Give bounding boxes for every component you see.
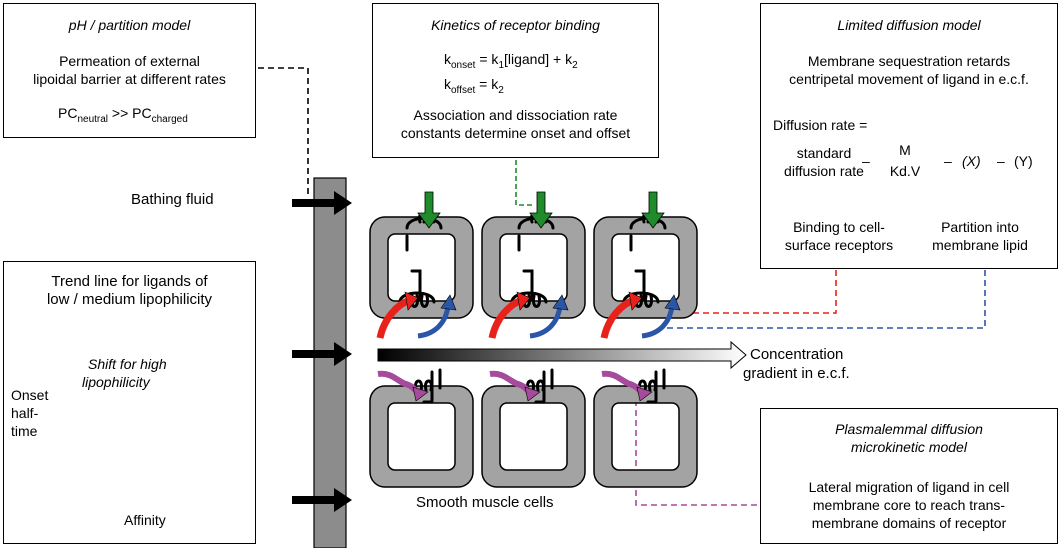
plasma-title-2: microkinetic model xyxy=(851,439,967,455)
pc-equation: PCneutral >> PCcharged xyxy=(58,105,188,125)
limited-title: Limited diffusion model xyxy=(837,17,981,33)
lipoidal-barrier xyxy=(313,177,347,548)
y-label-2: half- xyxy=(11,405,39,421)
k-offset-equation: koffset = k2 xyxy=(444,76,504,96)
trend-title-2: low / medium lipophilicity xyxy=(46,291,213,308)
gradient-arrow xyxy=(377,340,747,370)
binding-label-1: Binding to cell- xyxy=(793,219,885,235)
minus-sign-3: – xyxy=(997,153,1005,169)
ph-line1: Permeation of external xyxy=(59,53,200,69)
red-arrows xyxy=(376,291,643,339)
concentration-label-1: Concentration xyxy=(750,346,844,363)
minus-sign-1: – xyxy=(862,153,870,169)
diffusion-rate-sub-label: diffusion rate xyxy=(784,163,864,179)
limited-diffusion-box xyxy=(760,3,1058,269)
x-label: Affinity xyxy=(124,512,166,528)
trend-title-1: Trend line for ligands of xyxy=(51,273,208,290)
standard-label: standard xyxy=(796,145,852,161)
y-term: (Y) xyxy=(1014,153,1033,169)
partition-connector xyxy=(664,270,986,329)
ph-line2: lipoidal barrier at different rates xyxy=(33,71,226,87)
plasma-title-1: Plasmalemmal diffusion xyxy=(835,421,983,437)
ph-title: pH / partition model xyxy=(68,17,191,33)
magenta-arrows xyxy=(377,370,653,402)
concentration-label-2: gradient in e.c.f. xyxy=(743,365,850,382)
diffusion-rate-label: Diffusion rate = xyxy=(773,117,868,133)
minus-sign-2: – xyxy=(944,153,952,169)
partition-label-1: Partition into xyxy=(941,219,1019,235)
ph-connector xyxy=(258,67,309,196)
y-label-3: time xyxy=(11,423,38,439)
partition-label-2: membrane lipid xyxy=(932,237,1028,253)
smooth-muscle-label: Smooth muscle cells xyxy=(416,494,554,511)
bathing-fluid-label: Bathing fluid xyxy=(131,191,214,208)
kinetics-line2: constants determine onset and offset xyxy=(400,125,631,141)
bathing-arrows xyxy=(292,191,352,512)
plasma-line2: membrane core to reach trans- xyxy=(812,497,1006,513)
smooth-muscle-cells xyxy=(369,216,698,488)
shift-label-2: lipophilicity xyxy=(82,374,150,390)
kinetics-box xyxy=(372,3,659,158)
plasmalemmal-box xyxy=(760,408,1058,544)
limited-line2: centripetal movement of ligand in e.c.f. xyxy=(789,71,1029,87)
binding-label-2: surface receptors xyxy=(784,237,894,253)
plasma-connector xyxy=(635,400,760,506)
ph-partition-box xyxy=(3,3,256,138)
trend-box xyxy=(3,261,256,544)
kinetics-connector xyxy=(515,160,534,206)
x-term: (X) xyxy=(962,153,981,169)
limited-line1: Membrane sequestration retards xyxy=(807,53,1011,69)
binding-connector xyxy=(648,270,837,314)
plasma-line3: membrane domains of receptor xyxy=(811,515,1007,531)
fraction-numerator: M xyxy=(899,142,911,158)
blue-arrows xyxy=(417,294,681,339)
shift-label-1: Shift for high xyxy=(88,356,167,372)
y-label-1: Onset xyxy=(11,387,49,403)
kinetics-title: Kinetics of receptor binding xyxy=(431,17,600,33)
green-arrows xyxy=(417,191,665,229)
kinetics-line1: Association and dissociation rate xyxy=(413,107,618,123)
k-onset-equation: konset = k1[ligand] + k2 xyxy=(444,51,578,71)
plasma-line1: Lateral migration of ligand in cell xyxy=(808,479,1010,495)
fraction-denominator: Kd.V xyxy=(889,163,921,179)
